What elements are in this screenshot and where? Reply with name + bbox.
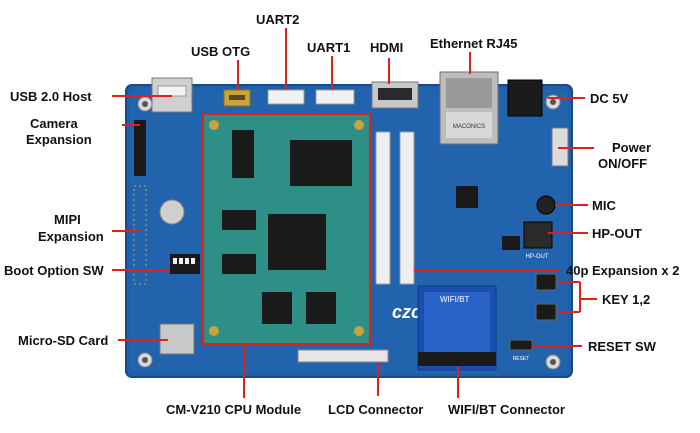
label-lcd-connector: LCD Connector <box>328 402 424 417</box>
cqz-logo: czc <box>392 302 421 322</box>
label-ethernet-rj45: Ethernet RJ45 <box>430 36 518 51</box>
label-camera-expansion: Expansion <box>26 132 92 147</box>
expansion-40p-headers <box>375 131 415 285</box>
hp-out-silkscreen: HP-OUT <box>526 254 549 260</box>
label-camera: Camera <box>30 116 78 131</box>
uart2-connector <box>267 89 305 105</box>
lcd-connector <box>297 349 389 363</box>
label-40p-expansion: 40p Expansion x 2 <box>566 263 680 278</box>
label-cpu-module: CM-V210 CPU Module <box>166 402 302 417</box>
label-uart1: UART1 <box>307 40 351 55</box>
leader-lines <box>112 28 597 398</box>
label-wifi-bt-connector: WIFI/BT Connector <box>448 402 565 417</box>
label-hdmi: HDMI <box>370 40 404 55</box>
wifi-bt-silkscreen: WIFI/BT <box>440 295 469 304</box>
label-mic: MIC <box>592 198 616 213</box>
label-mipi-expansion: Expansion <box>38 229 104 244</box>
mipi-header <box>133 185 147 285</box>
reset-switch <box>509 339 533 351</box>
label-boot-option-sw: Boot Option SW <box>4 263 104 278</box>
coin-battery <box>159 199 185 225</box>
usb-otg-port <box>223 89 251 107</box>
hp-out-jack <box>523 221 553 249</box>
wifi-bt-module: WIFI/BT <box>417 285 497 371</box>
key-buttons <box>535 273 557 321</box>
mic-component <box>536 195 556 215</box>
label-hp-out: HP-OUT <box>592 226 642 241</box>
label-mipi: MIPI <box>54 212 81 227</box>
label-reset-sw: RESET SW <box>588 339 656 354</box>
ethernet-jack-text: MACONICS <box>453 124 485 130</box>
uart1-connector <box>315 89 355 105</box>
label-power: Power <box>612 140 652 155</box>
label-usb-host: USB 2.0 Host <box>10 89 92 104</box>
label-key: KEY 1,2 <box>602 292 651 307</box>
boot-dip-switch <box>170 254 200 274</box>
reset-silkscreen: RESET <box>513 356 530 362</box>
label-uart2: UART2 <box>256 12 300 27</box>
camera-header <box>134 120 146 176</box>
cpu-module <box>202 113 371 345</box>
label-power-onoff: ON/OFF <box>598 156 648 171</box>
dc-jack <box>507 79 543 117</box>
ethernet-jack: MACONICS <box>439 71 499 145</box>
label-dc5v: DC 5V <box>590 91 629 106</box>
label-micro-sd: Micro-SD Card <box>18 333 109 348</box>
hdmi-port <box>371 81 419 109</box>
label-usb-otg: USB OTG <box>191 44 251 59</box>
